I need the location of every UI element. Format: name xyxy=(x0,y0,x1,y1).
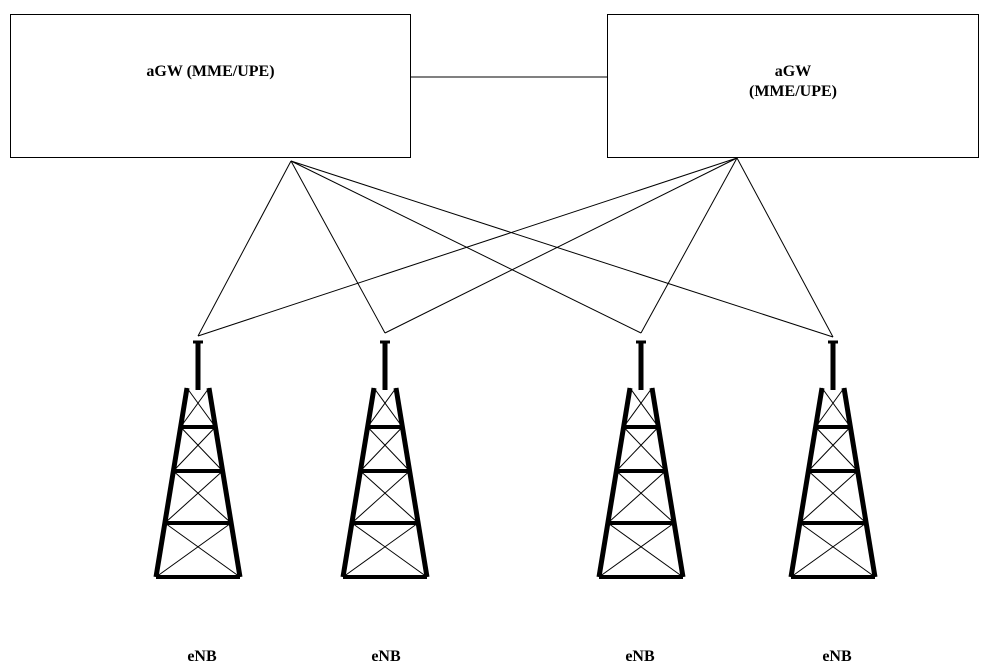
link-gw1-enb1 xyxy=(197,160,292,337)
left-gateway-links xyxy=(197,160,834,338)
agw-label-left: aGW (MME/UPE) xyxy=(146,63,275,80)
link-gw2-enb4 xyxy=(736,157,834,338)
enb-tower-icon xyxy=(153,340,243,579)
agw-label-right: aGW (MME/UPE) xyxy=(608,62,978,102)
right-gateway-links xyxy=(197,157,834,338)
enb-label-2: eNB xyxy=(371,648,401,665)
enb-tower-icon xyxy=(340,340,430,579)
link-gw2-enb3 xyxy=(640,157,738,334)
link-gw1-enb2 xyxy=(290,160,386,334)
link-gw1-enb4 xyxy=(290,160,834,338)
agw-box-left: aGW (MME/UPE) xyxy=(10,14,411,158)
enb-label-1: eNB xyxy=(187,648,217,665)
enb-tower-icon xyxy=(788,340,878,579)
agw-label-right-line1: aGW xyxy=(774,63,812,80)
agw-label-right-line2: (MME/UPE) xyxy=(749,83,837,100)
link-gw2-enb2 xyxy=(384,157,738,334)
enb-label-3: eNB xyxy=(625,648,655,665)
agw-box-right: aGW (MME/UPE) xyxy=(607,14,979,158)
link-gw2-enb1 xyxy=(197,157,738,337)
enb-label-4: eNB xyxy=(822,648,852,665)
enb-tower-icon xyxy=(596,340,686,579)
